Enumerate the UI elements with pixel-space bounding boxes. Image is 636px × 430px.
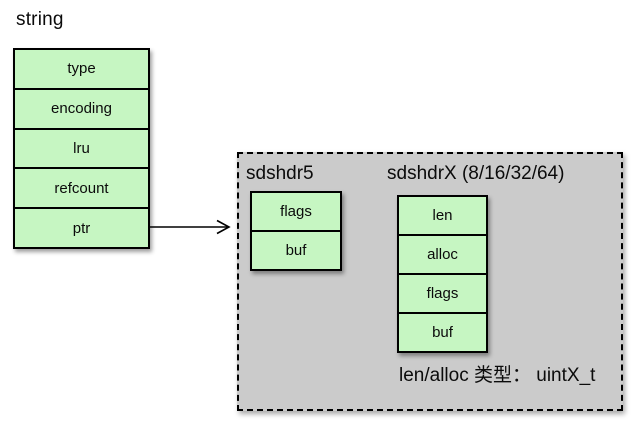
sdshdrx-structure: len alloc flags buf [397, 195, 488, 353]
sdshdrx-cell-len: len [399, 197, 486, 234]
sdshdrx-cell-flags: flags [399, 273, 486, 312]
sdshdrx-cell-buf: buf [399, 312, 486, 351]
sds-container: sdshdr5 flags buf sdshdrX (8/16/32/64) l… [237, 152, 623, 411]
robj-cell-refcount: refcount [15, 167, 148, 208]
sdshdrx-cell-alloc: alloc [399, 234, 486, 273]
ptr-arrow [150, 219, 231, 235]
robj-cell-ptr: ptr [15, 207, 148, 247]
sdshdr5-structure: flags buf [250, 191, 342, 271]
sds-type-note: len/alloc 类型： uintX_t [399, 365, 596, 386]
robj-cell-type: type [15, 50, 148, 88]
robj-cell-encoding: encoding [15, 87, 148, 128]
sdshdrx-label: sdshdrX (8/16/32/64) [387, 163, 565, 184]
sdshdr5-label: sdshdr5 [246, 163, 314, 184]
sdshdr5-cell-buf: buf [252, 230, 340, 269]
sdshdr5-cell-flags: flags [252, 193, 340, 230]
diagram-title: string [16, 9, 64, 30]
robj-structure: type encoding lru refcount ptr [13, 48, 150, 249]
robj-cell-lru: lru [15, 127, 148, 168]
